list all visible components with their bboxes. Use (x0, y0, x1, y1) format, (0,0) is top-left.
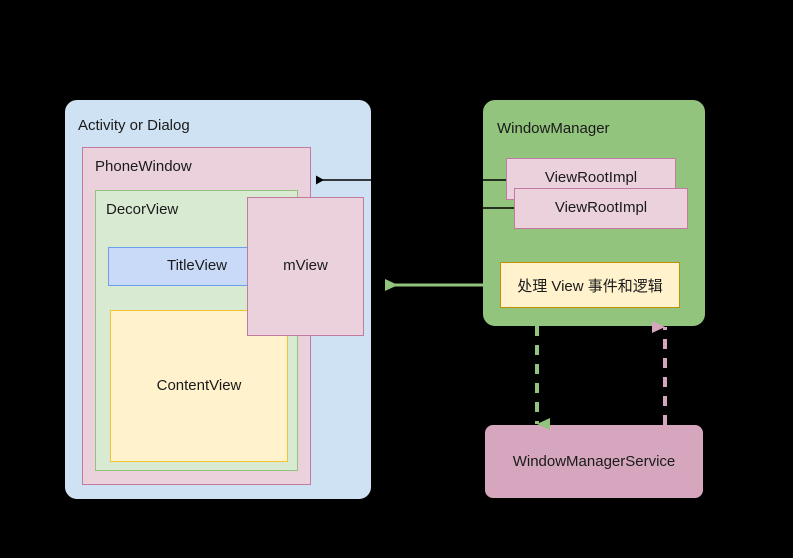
contentview-label: ContentView (156, 377, 242, 394)
windowmanager-title: WindowManager (497, 120, 610, 137)
phonewindow-title: PhoneWindow (95, 158, 192, 175)
handler-note-box (500, 262, 680, 308)
windowmanagerservice-label: WindowManagerService (512, 453, 676, 470)
decorview-title: DecorView (106, 201, 179, 218)
windowmanagerservice-box (485, 425, 703, 498)
viewrootimpl-front-box (514, 188, 688, 229)
viewrootimpl-back-label: ViewRootImpl (544, 169, 638, 186)
handler-note-label: 处理 View 事件和逻辑 (517, 278, 663, 295)
mview-box (247, 197, 364, 336)
titleview-label: TitleView (166, 257, 228, 274)
viewrootimpl-front-label: ViewRootImpl (554, 199, 648, 216)
activity-or-dialog-title: Activity or Dialog (78, 117, 190, 134)
mview-label: mView (283, 257, 328, 274)
